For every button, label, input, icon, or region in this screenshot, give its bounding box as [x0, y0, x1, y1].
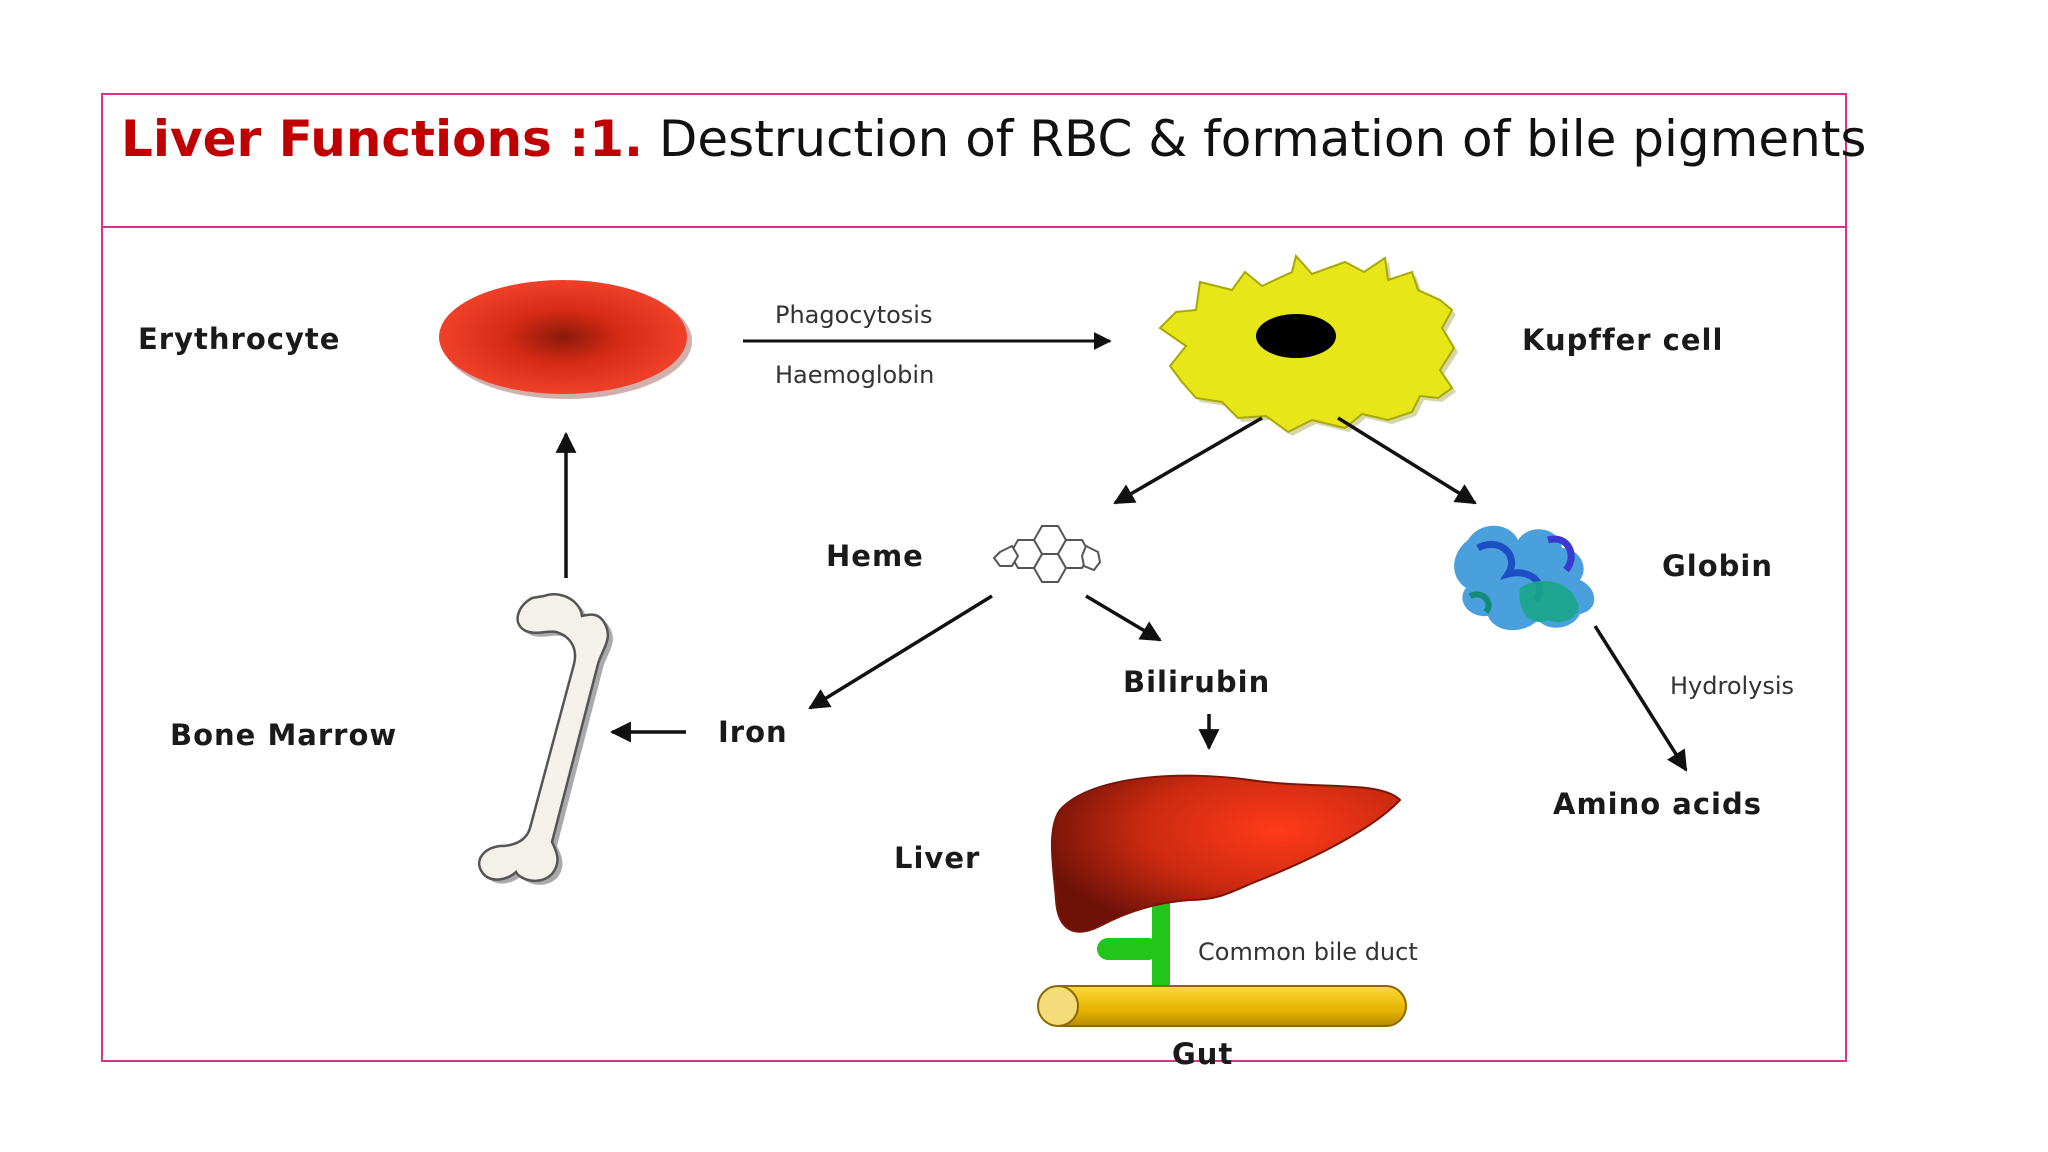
bilirubin-label: Bilirubin — [1123, 665, 1270, 699]
haemoglobin-label: Haemoglobin — [775, 361, 934, 389]
title-text: Destruction of RBC & formation of bile p… — [643, 110, 1867, 168]
globin-to-amino-acids-arrow — [1593, 625, 1688, 772]
erythrocyte-icon — [439, 280, 687, 394]
amino-acids-label: Amino acids — [1553, 787, 1762, 821]
title-prefix: Liver Functions :1. — [121, 110, 643, 168]
diagram-frame — [101, 226, 1847, 1062]
kupffer-cell-icon — [1158, 253, 1458, 436]
hydrolysis-label: Hydrolysis — [1670, 672, 1794, 700]
gut-label: Gut — [1172, 1037, 1233, 1071]
kupffer-to-heme-arrow — [1113, 416, 1263, 505]
heme-icon — [992, 525, 1102, 583]
bone-marrow-label: Bone Marrow — [170, 718, 397, 752]
globin-icon — [1454, 525, 1595, 631]
heme-to-bilirubin-arrow — [1085, 594, 1162, 642]
kupffer-cell-label: Kupffer cell — [1522, 323, 1723, 357]
iron-label: Iron — [718, 715, 788, 749]
title-box: Liver Functions :1. Destruction of RBC &… — [101, 93, 1867, 228]
liver-icon — [1037, 774, 1407, 1027]
kupffer-to-globin-arrow — [1337, 416, 1477, 505]
phagocytosis-label: Phagocytosis — [775, 301, 932, 329]
bone-icon — [477, 593, 613, 885]
heme-to-iron-arrow — [808, 594, 993, 710]
liver-label: Liver — [894, 841, 980, 875]
erythrocyte-label: Erythrocyte — [138, 322, 340, 356]
globin-label: Globin — [1662, 549, 1773, 583]
heme-label: Heme — [826, 539, 924, 573]
common-bile-duct-label: Common bile duct — [1198, 938, 1418, 966]
slide-title: Liver Functions :1. Destruction of RBC &… — [121, 109, 1867, 169]
